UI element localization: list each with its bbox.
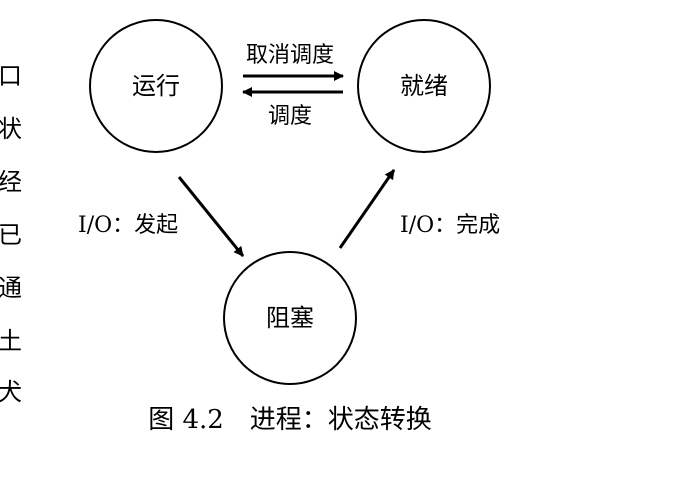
- state-running: 运行: [89, 19, 223, 153]
- transition-schedule: 调度: [242, 87, 343, 129]
- state-running-label: 运行: [132, 72, 180, 100]
- margin-char-6: 土: [0, 327, 22, 355]
- schedule-label: 调度: [268, 104, 312, 129]
- transition-io-done: I/O：完成: [338, 169, 500, 249]
- figure-caption: 图 4.2 进程：状态转换: [148, 405, 432, 435]
- state-ready-circle: [357, 19, 491, 153]
- margin-char-5: 通: [0, 274, 22, 302]
- state-running-circle: [89, 19, 223, 153]
- transition-deschedule: 取消调度: [243, 43, 344, 81]
- margin-text-column: 口 状 经 已 通 土 犬: [0, 62, 22, 406]
- margin-char-2: 状: [0, 115, 22, 143]
- transition-io-initiate: I/O：发起: [78, 176, 245, 257]
- state-ready-label: 就绪: [400, 72, 448, 100]
- margin-char-7: 犬: [0, 378, 22, 406]
- margin-char-3: 经: [0, 168, 22, 196]
- io-done-label: I/O：完成: [400, 213, 500, 238]
- arrow-blocked-to-ready: [338, 169, 396, 249]
- state-blocked: 阻塞: [223, 251, 357, 385]
- arrow-running-to-blocked: [177, 176, 245, 257]
- state-blocked-circle: [223, 251, 357, 385]
- state-blocked-label: 阻塞: [266, 304, 314, 332]
- io-initiate-label: I/O：发起: [78, 213, 178, 238]
- margin-char-1: 口: [0, 62, 22, 90]
- state-ready: 就绪: [357, 19, 491, 153]
- margin-char-4: 已: [0, 221, 22, 249]
- deschedule-label: 取消调度: [246, 43, 334, 68]
